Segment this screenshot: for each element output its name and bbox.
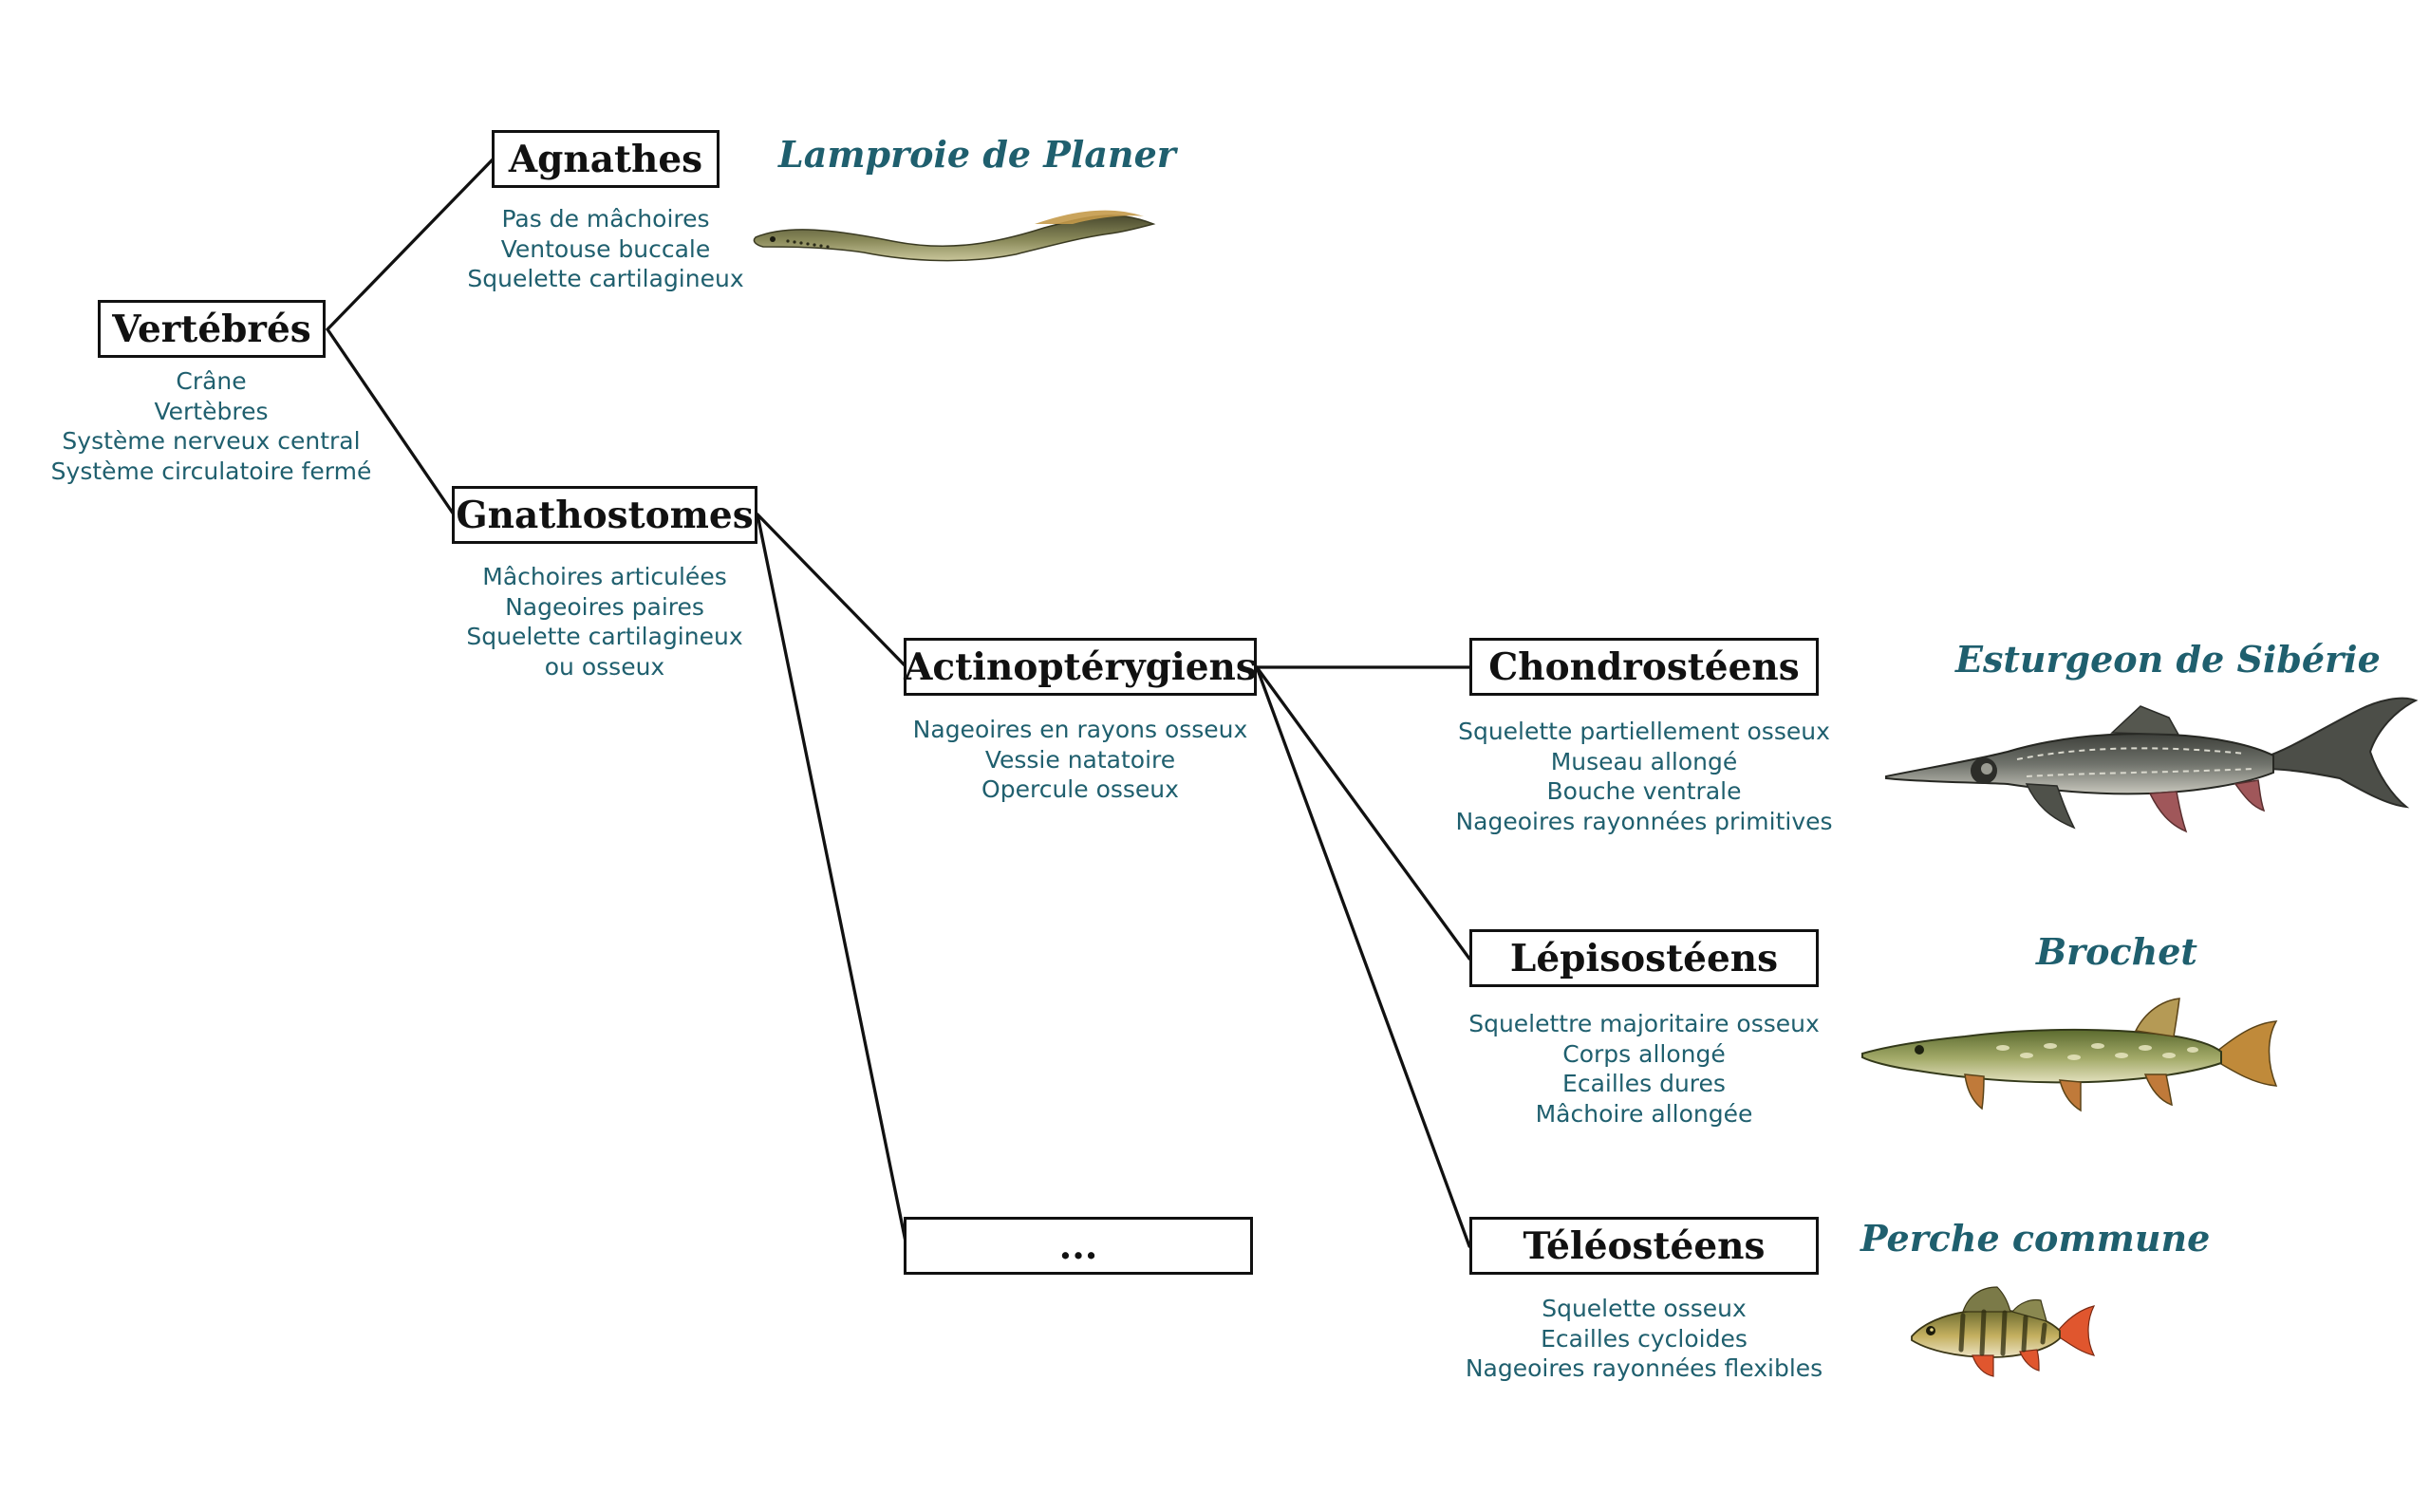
node-vertebres: Vertébrés xyxy=(98,300,326,358)
trait-text: Vertèbres xyxy=(154,397,269,425)
connector-actinopterygiens-teleosteens xyxy=(1255,665,1471,1248)
node-lepisosteens: Lépisostéens xyxy=(1469,929,1819,987)
trait-text: Mâchoire allongée xyxy=(1535,1099,1753,1128)
sturgeon-illustration xyxy=(1885,697,2419,833)
trait-text: Ventouse buccale xyxy=(500,234,711,263)
connector-gnathostomes-ellipsis xyxy=(756,513,908,1248)
traits-gnathostomes: Mâchoires articulées Nageoires paires Sq… xyxy=(415,562,794,681)
traits-actinopterygiens: Nageoires en rayons osseux Vessie natato… xyxy=(890,715,1270,805)
trait-text: Nageoires paires xyxy=(505,592,704,621)
trait-text: Nageoires en rayons osseux xyxy=(912,716,1248,743)
traits-chondrosteens: Squelette partiellement osseux Museau al… xyxy=(1421,717,1867,836)
trait-text: Mâchoires articulées xyxy=(482,563,727,590)
traits-teleosteens: Squelette osseux Ecailles cycloides Nage… xyxy=(1421,1294,1867,1384)
trait-text: Système circulatoire fermé xyxy=(50,457,372,485)
trait-text: Crâne xyxy=(176,367,247,395)
perch-illustration xyxy=(1911,1286,2096,1377)
trait-text: Corps allongé xyxy=(1562,1039,1726,1068)
node-agnathes: Agnathes xyxy=(492,130,720,188)
pike-illustration xyxy=(1861,998,2278,1112)
species-name-esturgeon: Esturgeon de Sibérie xyxy=(1955,638,2381,681)
connector-vertebres-agnathes xyxy=(326,157,495,331)
trait-text: Squelette osseux xyxy=(1542,1295,1747,1322)
traits-agnathes: Pas de mâchoires Ventouse buccale Squele… xyxy=(416,204,795,294)
trait-text: Nageoires rayonnées flexibles xyxy=(1465,1354,1823,1382)
trait-text: Système nerveux central xyxy=(62,427,361,455)
trait-text: Bouche ventrale xyxy=(1546,777,1742,805)
trait-text: Squelette cartilagineux xyxy=(467,265,744,292)
node-actinopterygiens: Actinoptérygiens xyxy=(904,638,1257,696)
connector-gnathostomes-actinopterygiens xyxy=(756,513,908,669)
trait-text: Nageoires rayonnées primitives xyxy=(1455,807,1833,835)
trait-text: Ecailles cycloides xyxy=(1541,1324,1748,1353)
species-name-lamproie: Lamproie de Planer xyxy=(778,133,1176,176)
lamprey-illustration xyxy=(753,210,1156,262)
node-chondrosteens: Chondrostéens xyxy=(1469,638,1819,696)
traits-lepisosteens: Squelettre majoritaire osseux Corps allo… xyxy=(1421,1009,1867,1129)
trait-text: Pas de mâchoires xyxy=(501,205,710,233)
trait-text: Squelette cartilagineux xyxy=(466,623,743,650)
node-ellipsis: ... xyxy=(904,1217,1253,1275)
traits-vertebres: Crâne Vertèbres Système nerveux central … xyxy=(19,366,403,486)
node-gnathostomes: Gnathostomes xyxy=(452,486,757,544)
trait-text: Museau allongé xyxy=(1550,747,1738,775)
species-name-perche: Perche commune xyxy=(1860,1217,2211,1260)
trait-text: ou osseux xyxy=(544,652,665,681)
trait-text: Ecailles dures xyxy=(1562,1070,1726,1097)
node-teleosteens: Téléostéens xyxy=(1469,1217,1819,1275)
connector-vertebres-gnathostomes xyxy=(326,327,456,516)
species-name-brochet: Brochet xyxy=(2036,930,2197,973)
trait-text: Squelettre majoritaire osseux xyxy=(1468,1010,1820,1037)
connector-actinopterygiens-lepisosteens xyxy=(1255,665,1471,961)
trait-text: Vessie natatoire xyxy=(984,745,1176,774)
trait-text: Opercule osseux xyxy=(981,775,1179,803)
trait-text: Squelette partiellement osseux xyxy=(1458,718,1830,745)
